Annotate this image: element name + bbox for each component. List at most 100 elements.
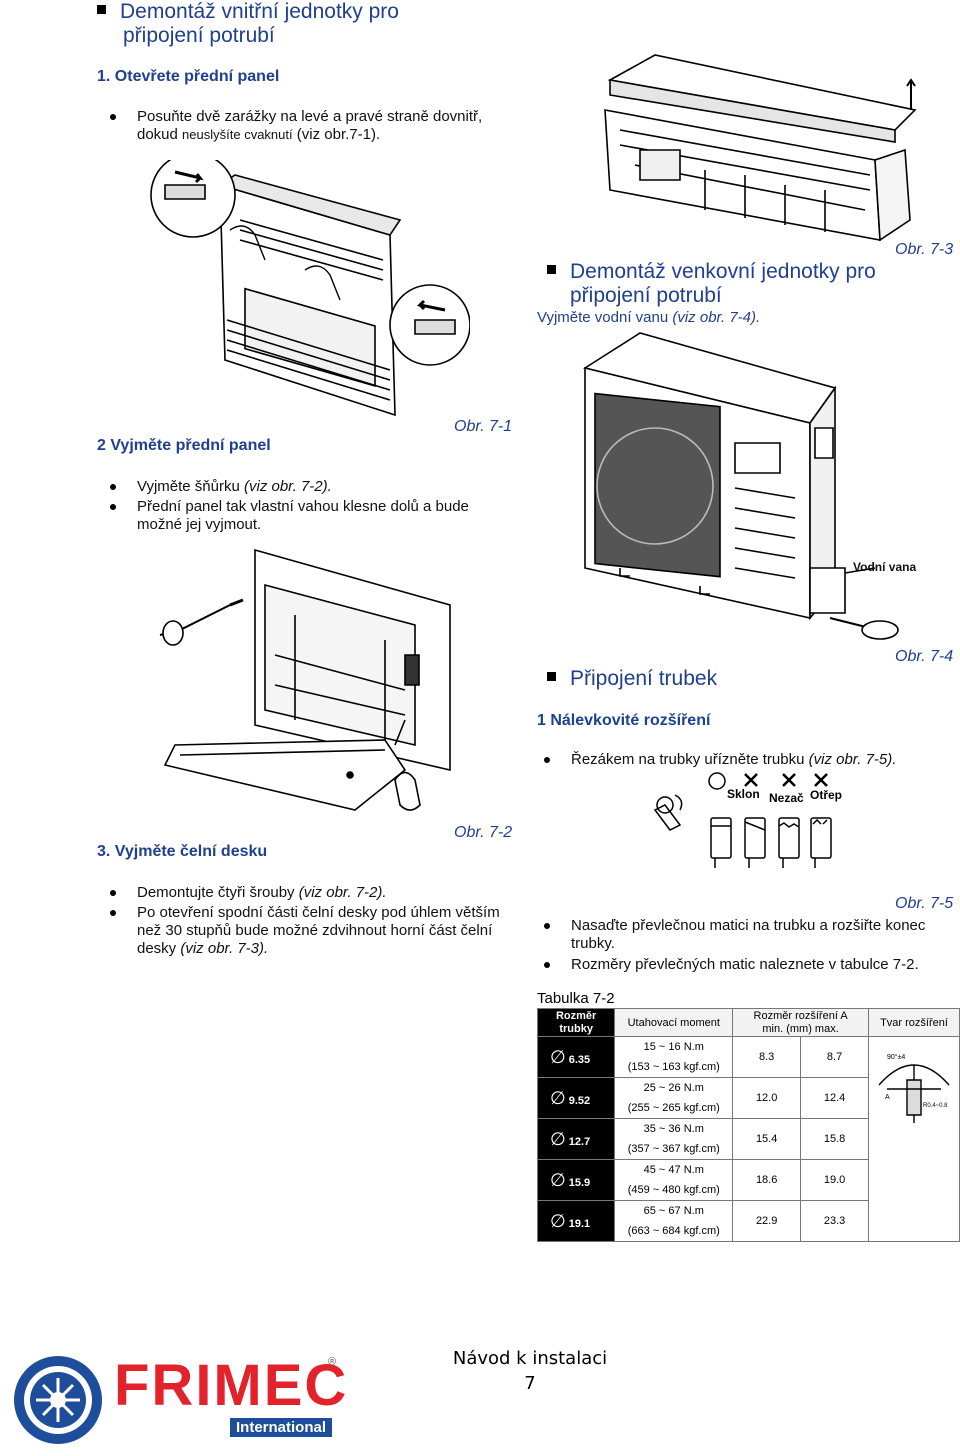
figure-7-1-illustration	[145, 160, 470, 420]
figure-7-3-illustration	[595, 50, 920, 245]
flare-bullet2: Nasaďte převlečnou matici na trubku a ro…	[543, 917, 926, 953]
water-tray-label: Vodní vana	[853, 560, 917, 574]
step2-bullet2-line1: Přední panel tak vlastní vahou klesne do…	[137, 498, 469, 515]
uneven-label: Nezač	[769, 791, 804, 805]
torque-nm: 15 ~ 16 N.m	[643, 1041, 704, 1053]
torque-cell: 65 ~ 67 N.m (663 ~ 684 kgf.cm)	[614, 1200, 734, 1242]
torque-nm: 25 ~ 26 N.m	[643, 1082, 704, 1094]
frimec-sun-icon	[14, 1356, 102, 1444]
step3-bullet1: Demontujte čtyři šrouby (viz obr. 7-2).	[110, 884, 387, 902]
step3-bullet2: Po otevření spodní části čelní desky pod…	[110, 904, 500, 958]
step1-bullet1-line1: Posuňte dvě zarážky na levé a pravé stra…	[137, 108, 483, 125]
step1-bullet1-line2: dokud neuslyšíte cvaknutí (viz obr.7-1).	[137, 126, 482, 144]
pipe-size-cell: ∅ 6.35	[536, 1036, 616, 1078]
outdoor-instruction: Vyjměte vodní vanu (viz obr. 7-4).	[537, 309, 760, 326]
flare-max-cell: 8.7	[800, 1036, 869, 1078]
diameter-icon: ∅	[550, 1210, 566, 1231]
header-pipe-line1: Rozměr	[555, 1009, 597, 1022]
flare-min-cell: 8.3	[732, 1036, 802, 1078]
pipe-section-title: Připojení trubek	[547, 667, 717, 691]
header-pipe-line2: trubky	[559, 1022, 593, 1035]
step3-bullet1-ref: (viz obr. 7-2).	[298, 884, 387, 901]
flare-a-label: A	[885, 1094, 890, 1101]
pipe-size-value: 6.35	[568, 1053, 591, 1066]
figure-7-1-caption: Obr. 7-1	[454, 418, 513, 435]
torque-kgf: (153 ~ 163 kgf.cm)	[627, 1061, 720, 1073]
step3-bullet1-text: Demontujte čtyři šrouby	[137, 884, 299, 901]
torque-cell: 25 ~ 26 N.m (255 ~ 265 kgf.cm)	[614, 1077, 734, 1119]
figure-7-4-illustration	[580, 328, 910, 648]
diameter-icon: ∅	[550, 1128, 566, 1149]
logo-registered: ®	[328, 1356, 337, 1368]
flare-min-cell: 15.4	[732, 1118, 802, 1160]
torque-nm: 45 ~ 47 N.m	[643, 1164, 704, 1176]
flare-bullet3: Rozměry převlečných matic naleznete v ta…	[544, 956, 919, 973]
header-flare-shape: Tvar rozšíření	[867, 1008, 960, 1037]
figure-7-2-illustration	[155, 545, 455, 825]
step3-bullet2-line3a: desky	[137, 940, 181, 957]
indoor-section-title: Demontáž vnitřní jednotky pro připojení …	[97, 0, 399, 48]
outdoor-instruction-text: Vyjměte vodní vanu	[537, 309, 673, 326]
pipe-size-cell: ∅ 9.52	[536, 1077, 616, 1119]
torque-cell: 15 ~ 16 N.m (153 ~ 163 kgf.cm)	[614, 1036, 734, 1078]
header-flare-line2: min. (mm) max.	[762, 1022, 839, 1035]
figure-7-2-caption: Obr. 7-2	[454, 824, 513, 841]
step3-bullet2-line3: desky (viz obr. 7-3).	[137, 940, 500, 958]
diameter-icon: ∅	[550, 1169, 566, 1190]
figure-7-5-illustration	[645, 770, 845, 870]
table-caption: Tabulka 7-2	[537, 990, 615, 1007]
pipe-title: Připojení trubek	[570, 667, 718, 690]
torque-cell: 45 ~ 47 N.m (459 ~ 480 kgf.cm)	[614, 1159, 734, 1201]
ok-circle-icon	[709, 773, 725, 789]
step3-bullet2-line3b: (viz obr. 7-3).	[180, 940, 269, 957]
pipe-size-value: 15.9	[568, 1176, 591, 1189]
indoor-title-line2: připojení potrubí	[123, 24, 275, 47]
outdoor-title-line2: připojení potrubí	[570, 284, 722, 307]
torque-nm: 35 ~ 36 N.m	[643, 1123, 704, 1135]
flare-radius-label: R0.4~0.8	[923, 1103, 948, 1109]
pipe-size-cell: ∅ 15.9	[536, 1159, 616, 1201]
frimec-logo: FRIMEC ® International	[12, 1352, 346, 1448]
torque-kgf: (663 ~ 684 kgf.cm)	[627, 1225, 720, 1237]
pipe-size-cell: ∅ 12.7	[536, 1118, 616, 1160]
outdoor-instruction-ref: (viz obr. 7-4).	[672, 309, 761, 326]
flare-min-cell: 12.0	[732, 1077, 802, 1119]
bullet-square-icon	[547, 265, 556, 274]
torque-nm: 65 ~ 67 N.m	[643, 1205, 704, 1217]
outdoor-title-line1: Demontáž venkovní jednotky pro	[570, 260, 876, 283]
flare-min-cell: 18.6	[732, 1159, 802, 1201]
flare-max-cell: 12.4	[800, 1077, 869, 1119]
bullet-square-icon	[547, 672, 556, 681]
footer-title: Návod k instalaci	[452, 1348, 608, 1369]
torque-kgf: (255 ~ 265 kgf.cm)	[627, 1102, 720, 1114]
logo-sub-text: International	[230, 1418, 333, 1437]
pipe-size-value: 9.52	[568, 1094, 591, 1107]
torque-kgf: (357 ~ 367 kgf.cm)	[627, 1143, 720, 1155]
figure-7-3-caption: Obr. 7-3	[895, 241, 954, 258]
flare-max-cell: 15.8	[800, 1118, 869, 1160]
step2-title: 2 Vyjměte přední panel	[97, 437, 271, 454]
figure-7-5-caption: Obr. 7-5	[895, 895, 954, 912]
flare-bullet2-line2: trubky.	[571, 935, 615, 952]
torque-kgf: (459 ~ 480 kgf.cm)	[627, 1184, 720, 1196]
flare-bullet1: Řezákem na trubky uřízněte trubku (viz o…	[543, 751, 896, 769]
flare-bullet2-line1: Nasaďte převlečnou matici na trubku a ro…	[571, 917, 926, 934]
indoor-title-line1: Demontáž vnitřní jednotky pro	[120, 0, 399, 23]
diameter-icon: ∅	[550, 1087, 566, 1108]
step2-bullet2-line2: možné jej vyjmout.	[137, 516, 262, 533]
flare-bullet1-text: Řezákem na trubky uřízněte trubku	[571, 751, 809, 768]
figure-7-4-caption: Obr. 7-4	[895, 648, 954, 665]
step1-bullet1-line2b: neuslyšíte cvaknutí	[182, 127, 293, 142]
step2-bullet1-text: Vyjměte šňůrku	[137, 478, 244, 495]
pipe-size-value: 12.7	[568, 1135, 591, 1148]
step1-bullet1-line2c: (viz obr.7-1).	[292, 126, 381, 143]
page-number: 7	[524, 1373, 536, 1394]
step2-bullet1: Vyjměte šňůrku (viz obr. 7-2).	[110, 478, 332, 496]
